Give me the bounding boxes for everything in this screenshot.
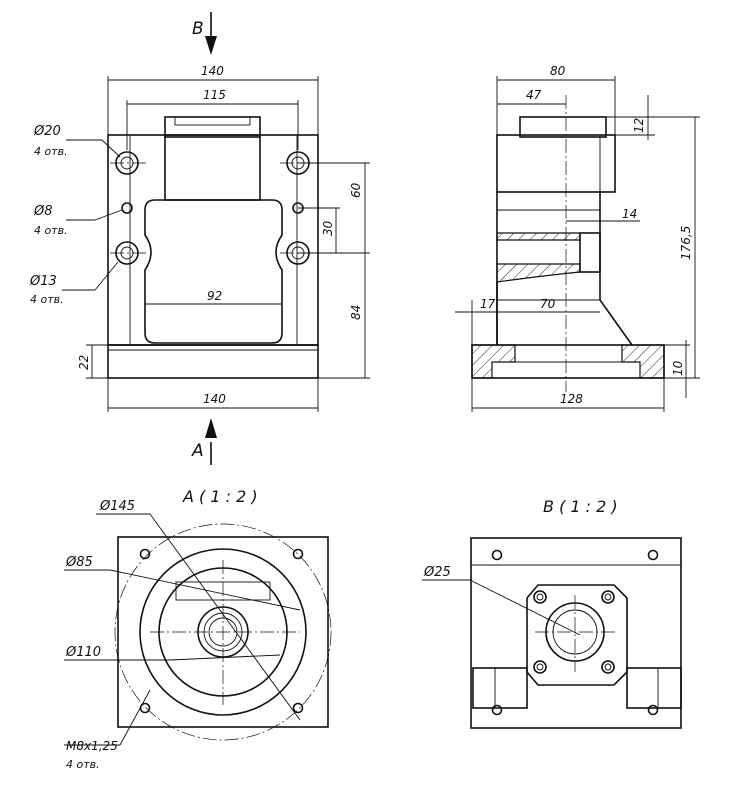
- side-main-column: [496, 134, 616, 193]
- dim-10: 10: [671, 360, 685, 376]
- view-a: A ( 1 : 2 ) Ø145 Ø85 Ø110 M8x1,25 4 отв.: [64, 487, 332, 771]
- dim-30: 30: [321, 220, 335, 236]
- front-base: [107, 344, 319, 379]
- view-marker-b: B: [192, 19, 204, 39]
- dim-47: 47: [526, 88, 542, 102]
- dim-140-top: 140: [201, 64, 224, 78]
- callout-d13: Ø13: [29, 274, 57, 289]
- dim-14: 14: [622, 207, 637, 221]
- view-b-title: B ( 1 : 2 ): [543, 497, 618, 516]
- view-a-title: A ( 1 : 2 ): [182, 487, 258, 506]
- dim-140-bottom: 140: [203, 392, 226, 406]
- view-marker-a: A: [191, 441, 204, 461]
- side-view: 80 47 12 14 176,5 17 70 10 128: [455, 64, 700, 412]
- dim-84: 84: [349, 305, 363, 320]
- side-base-hatch-right: [621, 344, 665, 379]
- callout-thread: M8x1,25: [66, 739, 118, 753]
- hole-d8: [121, 202, 304, 214]
- callout-d20: Ø20: [33, 124, 61, 139]
- dim-60: 60: [349, 182, 363, 198]
- callout-d20-qty: 4 отв.: [34, 145, 68, 158]
- dim-22: 22: [77, 355, 91, 370]
- side-base-hatch-left: [471, 344, 516, 379]
- dim-115: 115: [203, 88, 226, 102]
- callout-thread-qty: 4 отв.: [66, 758, 100, 771]
- dim-128: 128: [560, 392, 583, 406]
- callout-d8: Ø8: [33, 204, 53, 219]
- callout-d85: Ø85: [65, 555, 93, 570]
- dim-12: 12: [632, 118, 646, 133]
- front-view: B: [29, 12, 370, 465]
- dim-70: 70: [540, 297, 556, 311]
- front-body-outline: [107, 134, 319, 346]
- callout-d145: Ø145: [99, 499, 135, 514]
- dim-92: 92: [207, 289, 222, 303]
- view-a-plate: [117, 536, 329, 728]
- dim-17: 17: [480, 297, 496, 311]
- callout-d110: Ø110: [65, 645, 101, 660]
- view-b: B ( 1 : 2 ) Ø25: [422, 497, 682, 729]
- callout-d25: Ø25: [423, 565, 451, 580]
- side-hatch-upper: [496, 232, 581, 241]
- callout-d13-qty: 4 отв.: [30, 293, 64, 306]
- side-hatch-lower: [496, 263, 581, 283]
- view-b-plate: [470, 537, 682, 729]
- view-b-flange: [526, 584, 628, 686]
- callout-d8-qty: 4 отв.: [34, 224, 68, 237]
- dim-176-5: 176,5: [679, 226, 693, 260]
- front-inner-window: [144, 199, 283, 344]
- dim-80: 80: [550, 64, 566, 78]
